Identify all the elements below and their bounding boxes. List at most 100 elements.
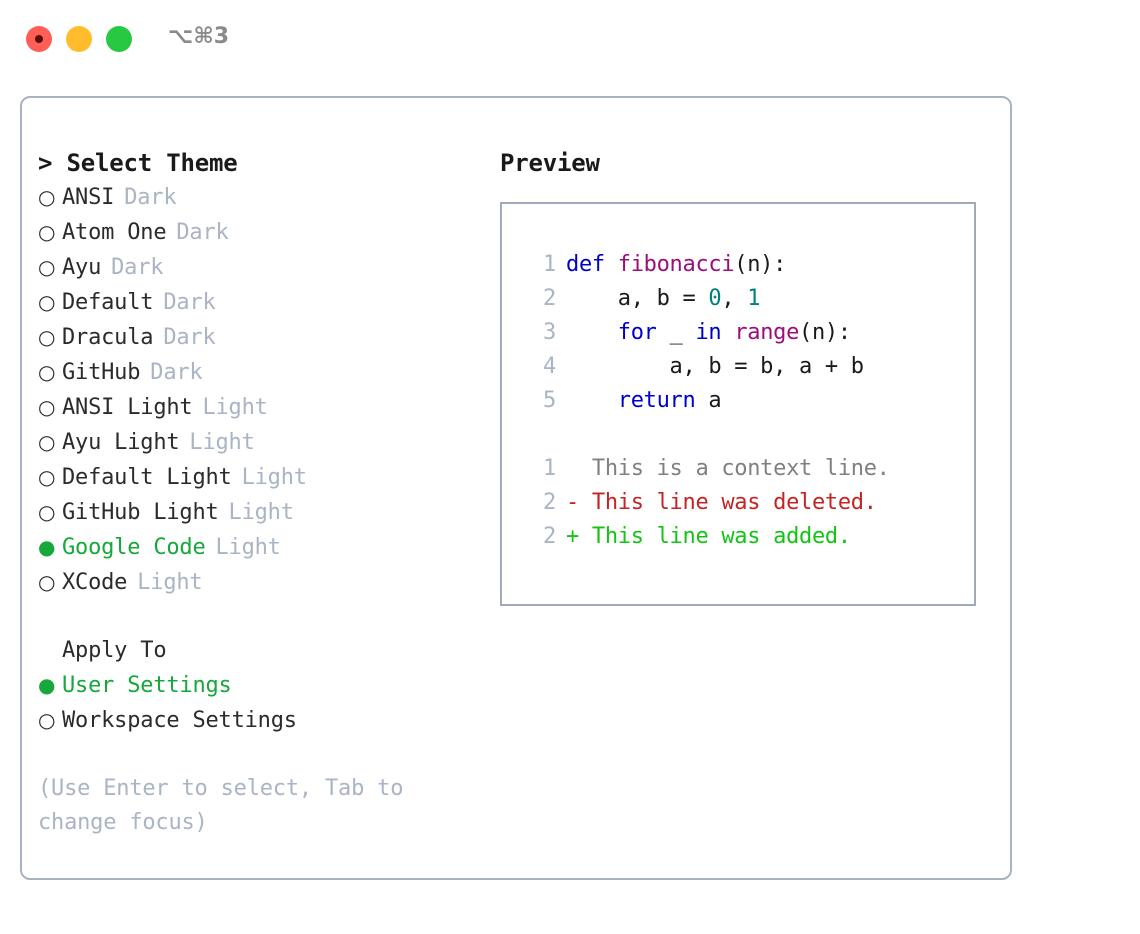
diff-line: 2- This line was deleted. bbox=[522, 486, 974, 520]
code-diff-gap bbox=[522, 418, 974, 452]
line-number: 5 bbox=[543, 388, 556, 413]
code-line: 2 a, b = 0, 1 bbox=[522, 282, 974, 316]
theme-option-google-code[interactable]: ●Google Code Light bbox=[38, 530, 478, 565]
theme-option-label: Dracula bbox=[62, 325, 154, 350]
apply-to-list[interactable]: ●User Settings○Workspace Settings bbox=[38, 668, 478, 738]
diff-line-number: 2 bbox=[543, 490, 556, 515]
diff-line-text: This line was deleted. bbox=[591, 490, 877, 515]
diff-line-number: 1 bbox=[543, 456, 556, 481]
code-token-plain: (n): bbox=[734, 252, 787, 277]
radio-unselected-icon: ○ bbox=[38, 465, 56, 489]
window-title-shortcut: ⌥⌘3 bbox=[168, 24, 230, 49]
preview-heading: Preview bbox=[500, 149, 600, 177]
select-theme-heading: > Select Theme bbox=[38, 149, 238, 177]
diff-line: 1 This is a context line. bbox=[522, 452, 974, 486]
theme-variant-badge: Dark bbox=[163, 325, 216, 350]
radio-unselected-icon: ○ bbox=[38, 708, 56, 732]
theme-variant-badge: Light bbox=[189, 430, 255, 455]
code-token-plain: a, b = b, a + b bbox=[566, 354, 865, 379]
theme-option-label: GitHub bbox=[62, 360, 141, 385]
apply-to-option-workspace-settings[interactable]: ○Workspace Settings bbox=[38, 703, 478, 738]
list-spacer bbox=[38, 600, 478, 634]
code-line-text: a, b = b, a + b bbox=[566, 350, 865, 384]
apply-to-option-label: User Settings bbox=[62, 673, 232, 698]
diff-line-number: 2 bbox=[543, 524, 556, 549]
theme-variant-badge: Light bbox=[215, 535, 281, 560]
diff-sign: + bbox=[566, 524, 592, 549]
radio-unselected-icon: ○ bbox=[38, 430, 56, 454]
theme-variant-badge: Light bbox=[241, 465, 307, 490]
code-token-plain bbox=[566, 320, 618, 345]
maximize-window-icon[interactable] bbox=[106, 26, 132, 52]
theme-option-label: GitHub Light bbox=[62, 500, 219, 525]
code-token-kw: for bbox=[617, 320, 657, 345]
radio-unselected-icon: ○ bbox=[38, 290, 56, 314]
line-number: 4 bbox=[543, 354, 556, 379]
code-token-plain bbox=[566, 388, 618, 413]
code-token-fn: fibonacci bbox=[617, 252, 735, 277]
close-window-icon[interactable] bbox=[26, 26, 52, 52]
theme-variant-badge: Dark bbox=[176, 220, 229, 245]
hint-spacer bbox=[38, 738, 478, 772]
line-number: 3 bbox=[543, 320, 556, 345]
diff-line-text: This line was added. bbox=[591, 524, 851, 549]
radio-selected-icon: ● bbox=[38, 673, 56, 697]
code-token-kw: in bbox=[695, 320, 722, 345]
theme-option-label: Ayu Light bbox=[62, 430, 180, 455]
theme-option-default-light[interactable]: ○Default Light Light bbox=[38, 460, 478, 495]
code-line-text: for _ in range(n): bbox=[566, 316, 851, 350]
theme-option-label: ANSI Light bbox=[62, 395, 193, 420]
code-token-kw: def bbox=[566, 252, 618, 277]
title-bar: ⌥⌘3 bbox=[0, 0, 1140, 78]
theme-option-ansi-light[interactable]: ○ANSI Light Light bbox=[38, 390, 478, 425]
line-number: 1 bbox=[543, 252, 556, 277]
diff-sample: 1 This is a context line.2- This line wa… bbox=[522, 452, 974, 554]
radio-unselected-icon: ○ bbox=[38, 255, 56, 279]
theme-variant-badge: Light bbox=[228, 500, 294, 525]
code-token-num: 1 bbox=[747, 286, 761, 311]
traffic-lights bbox=[26, 26, 132, 52]
code-token-kw: return bbox=[617, 388, 696, 413]
radio-unselected-icon: ○ bbox=[38, 185, 56, 209]
theme-option-label: XCode bbox=[62, 570, 128, 595]
minimize-window-icon[interactable] bbox=[66, 26, 92, 52]
theme-option-ayu-light[interactable]: ○Ayu Light Light bbox=[38, 425, 478, 460]
code-line: 4 a, b = b, a + b bbox=[522, 350, 974, 384]
code-token-fn: range bbox=[734, 320, 800, 345]
apply-to-option-label: Workspace Settings bbox=[62, 708, 297, 733]
theme-variant-badge: Dark bbox=[163, 290, 216, 315]
code-token-plain: a bbox=[695, 388, 722, 413]
apply-to-option-user-settings[interactable]: ●User Settings bbox=[38, 668, 478, 703]
theme-variant-badge: Dark bbox=[124, 185, 177, 210]
diff-line: 2 + This line was added. bbox=[522, 520, 974, 554]
code-line-text: a, b = 0, 1 bbox=[566, 282, 761, 316]
code-line-text: return a bbox=[566, 384, 722, 418]
code-token-plain: (n): bbox=[799, 320, 851, 345]
radio-unselected-icon: ○ bbox=[38, 395, 56, 419]
radio-selected-icon: ● bbox=[38, 535, 56, 559]
code-token-plain: _ bbox=[656, 320, 696, 345]
line-number: 2 bbox=[543, 286, 556, 311]
code-token-plain: , bbox=[721, 286, 748, 311]
code-line: 3 for _ in range(n): bbox=[522, 316, 974, 350]
code-token-plain bbox=[721, 320, 734, 345]
theme-option-label: Google Code bbox=[62, 535, 206, 560]
theme-option-label: Default Light bbox=[62, 465, 232, 490]
diff-line-text: This is a context line. bbox=[591, 456, 890, 481]
radio-unselected-icon: ○ bbox=[38, 220, 56, 244]
radio-unselected-icon: ○ bbox=[38, 360, 56, 384]
code-token-num: 0 bbox=[708, 286, 722, 311]
theme-variant-badge: Light bbox=[202, 395, 268, 420]
